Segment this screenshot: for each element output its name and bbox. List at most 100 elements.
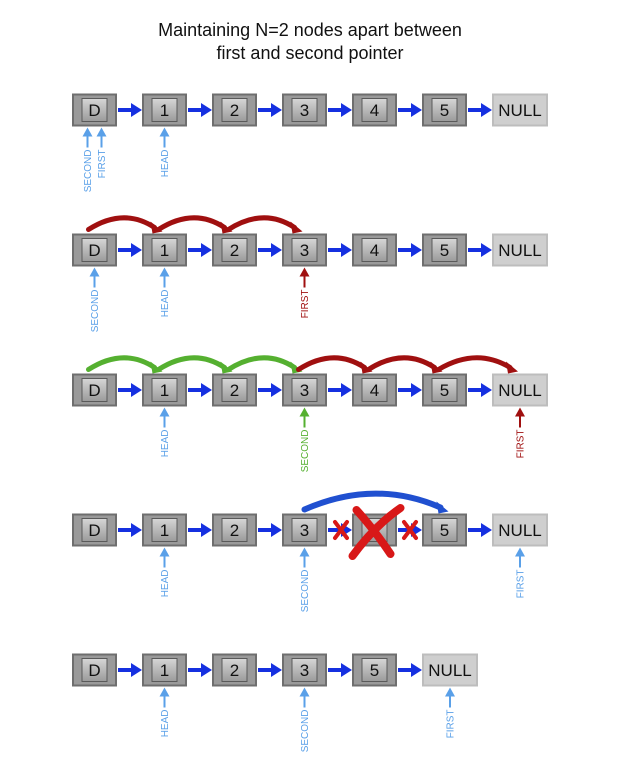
move-arc-curve [156,355,227,372]
pointer-label: HEAD [160,710,171,738]
node-box [142,373,187,407]
null-node: NULL [492,513,548,547]
pointer-label: HEAD [160,150,171,178]
node-label: NULL [428,661,471,680]
null-node: NULL [422,653,478,687]
title-line-2: first and second pointer [216,43,404,63]
node-label: 3 [300,661,309,680]
pointer-second: SECOND [299,407,311,472]
list-node-4: 4 [352,233,397,267]
pointer-head: HEAD [159,547,171,598]
move-arc-curve [86,215,157,232]
node-label: D [88,661,100,680]
pointer-head: HEAD [159,687,171,738]
link-arrowhead [201,663,212,677]
pointer-arrowhead [159,127,170,137]
pointer-arrowhead [159,407,170,417]
node-label: D [88,521,100,540]
pointer-label: SECOND [90,290,101,333]
move-arc-curve [301,490,444,513]
link-arrowhead [201,523,212,537]
node-label: 1 [160,381,169,400]
node-label: 3 [300,241,309,260]
pointer-second: SECOND [299,687,311,753]
link-arrowhead [341,243,352,257]
move-arc [436,355,518,374]
list-node-1: 1 [142,513,187,547]
pointer-arrowhead [159,547,170,557]
node-inner [81,98,108,122]
node-label: 2 [230,521,239,540]
node-label: 2 [230,661,239,680]
null-node: NULL [492,373,548,407]
link-arrowhead [341,103,352,117]
link-arrowhead [131,383,142,397]
pointer-label: SECOND [300,710,311,753]
node-inner [431,238,458,262]
node-label: 5 [440,521,449,540]
move-arc [156,215,233,234]
pointer-arrowhead [445,687,455,697]
node-inner [431,98,458,122]
node-inner [291,518,318,542]
pointer-arrowhead [299,267,310,277]
node-label: 1 [160,241,169,260]
move-arc [86,355,163,374]
pointer-head: HEAD [159,407,171,458]
link-arrowhead [131,523,142,537]
list-node-1: 1 [142,373,187,407]
node-label: 4 [370,381,379,400]
move-arc [86,215,163,234]
list-node-2: 2 [212,233,257,267]
pointer-arrowhead [159,687,170,697]
pointer-arrowhead [82,127,93,137]
move-arc [226,355,303,374]
node-label: 1 [160,521,169,540]
link-arrowhead [271,663,282,677]
pointer-second: SECOND [299,547,311,612]
list-node-5: 5 [422,233,467,267]
node-inner [221,378,248,402]
move-arc-curve [436,355,513,372]
move-arc-curve [226,215,297,232]
move-arc-arrowhead [290,221,303,234]
move-arc [296,355,373,374]
node-inner [221,238,248,262]
pointer-label: HEAD [160,430,171,458]
link-arrowhead [271,103,282,117]
list-node-d: D [72,373,117,407]
move-arc-curve [86,355,157,372]
link-arrowhead [481,243,492,257]
node-inner [361,378,388,402]
node-box [492,233,548,267]
link-arrowhead [271,243,282,257]
list-node-3: 3 [282,653,327,687]
pointer-arrowhead [96,127,107,137]
link-arrowhead [201,383,212,397]
list-node-d: D [72,653,117,687]
list-node-2: 2 [212,513,257,547]
node-label: NULL [498,101,541,120]
move-arc-arrowhead [506,361,518,374]
pointer-arrowhead [159,267,170,277]
node-inner [151,238,178,262]
pointer-label: FIRST [446,710,457,739]
node-inner [151,98,178,122]
list-node-d: D [72,233,117,267]
null-node: NULL [492,233,548,267]
list-node-4: 4 [333,504,418,560]
pointer-first: FIRST [96,127,108,178]
pointer-second: SECOND [89,267,101,333]
node-label: 3 [300,101,309,120]
node-label: 5 [440,381,449,400]
node-inner [81,658,108,682]
pointer-label: HEAD [160,570,171,598]
link-arrowhead [341,663,352,677]
node-inner [361,658,388,682]
title-line-1: Maintaining N=2 nodes apart between [158,20,462,40]
